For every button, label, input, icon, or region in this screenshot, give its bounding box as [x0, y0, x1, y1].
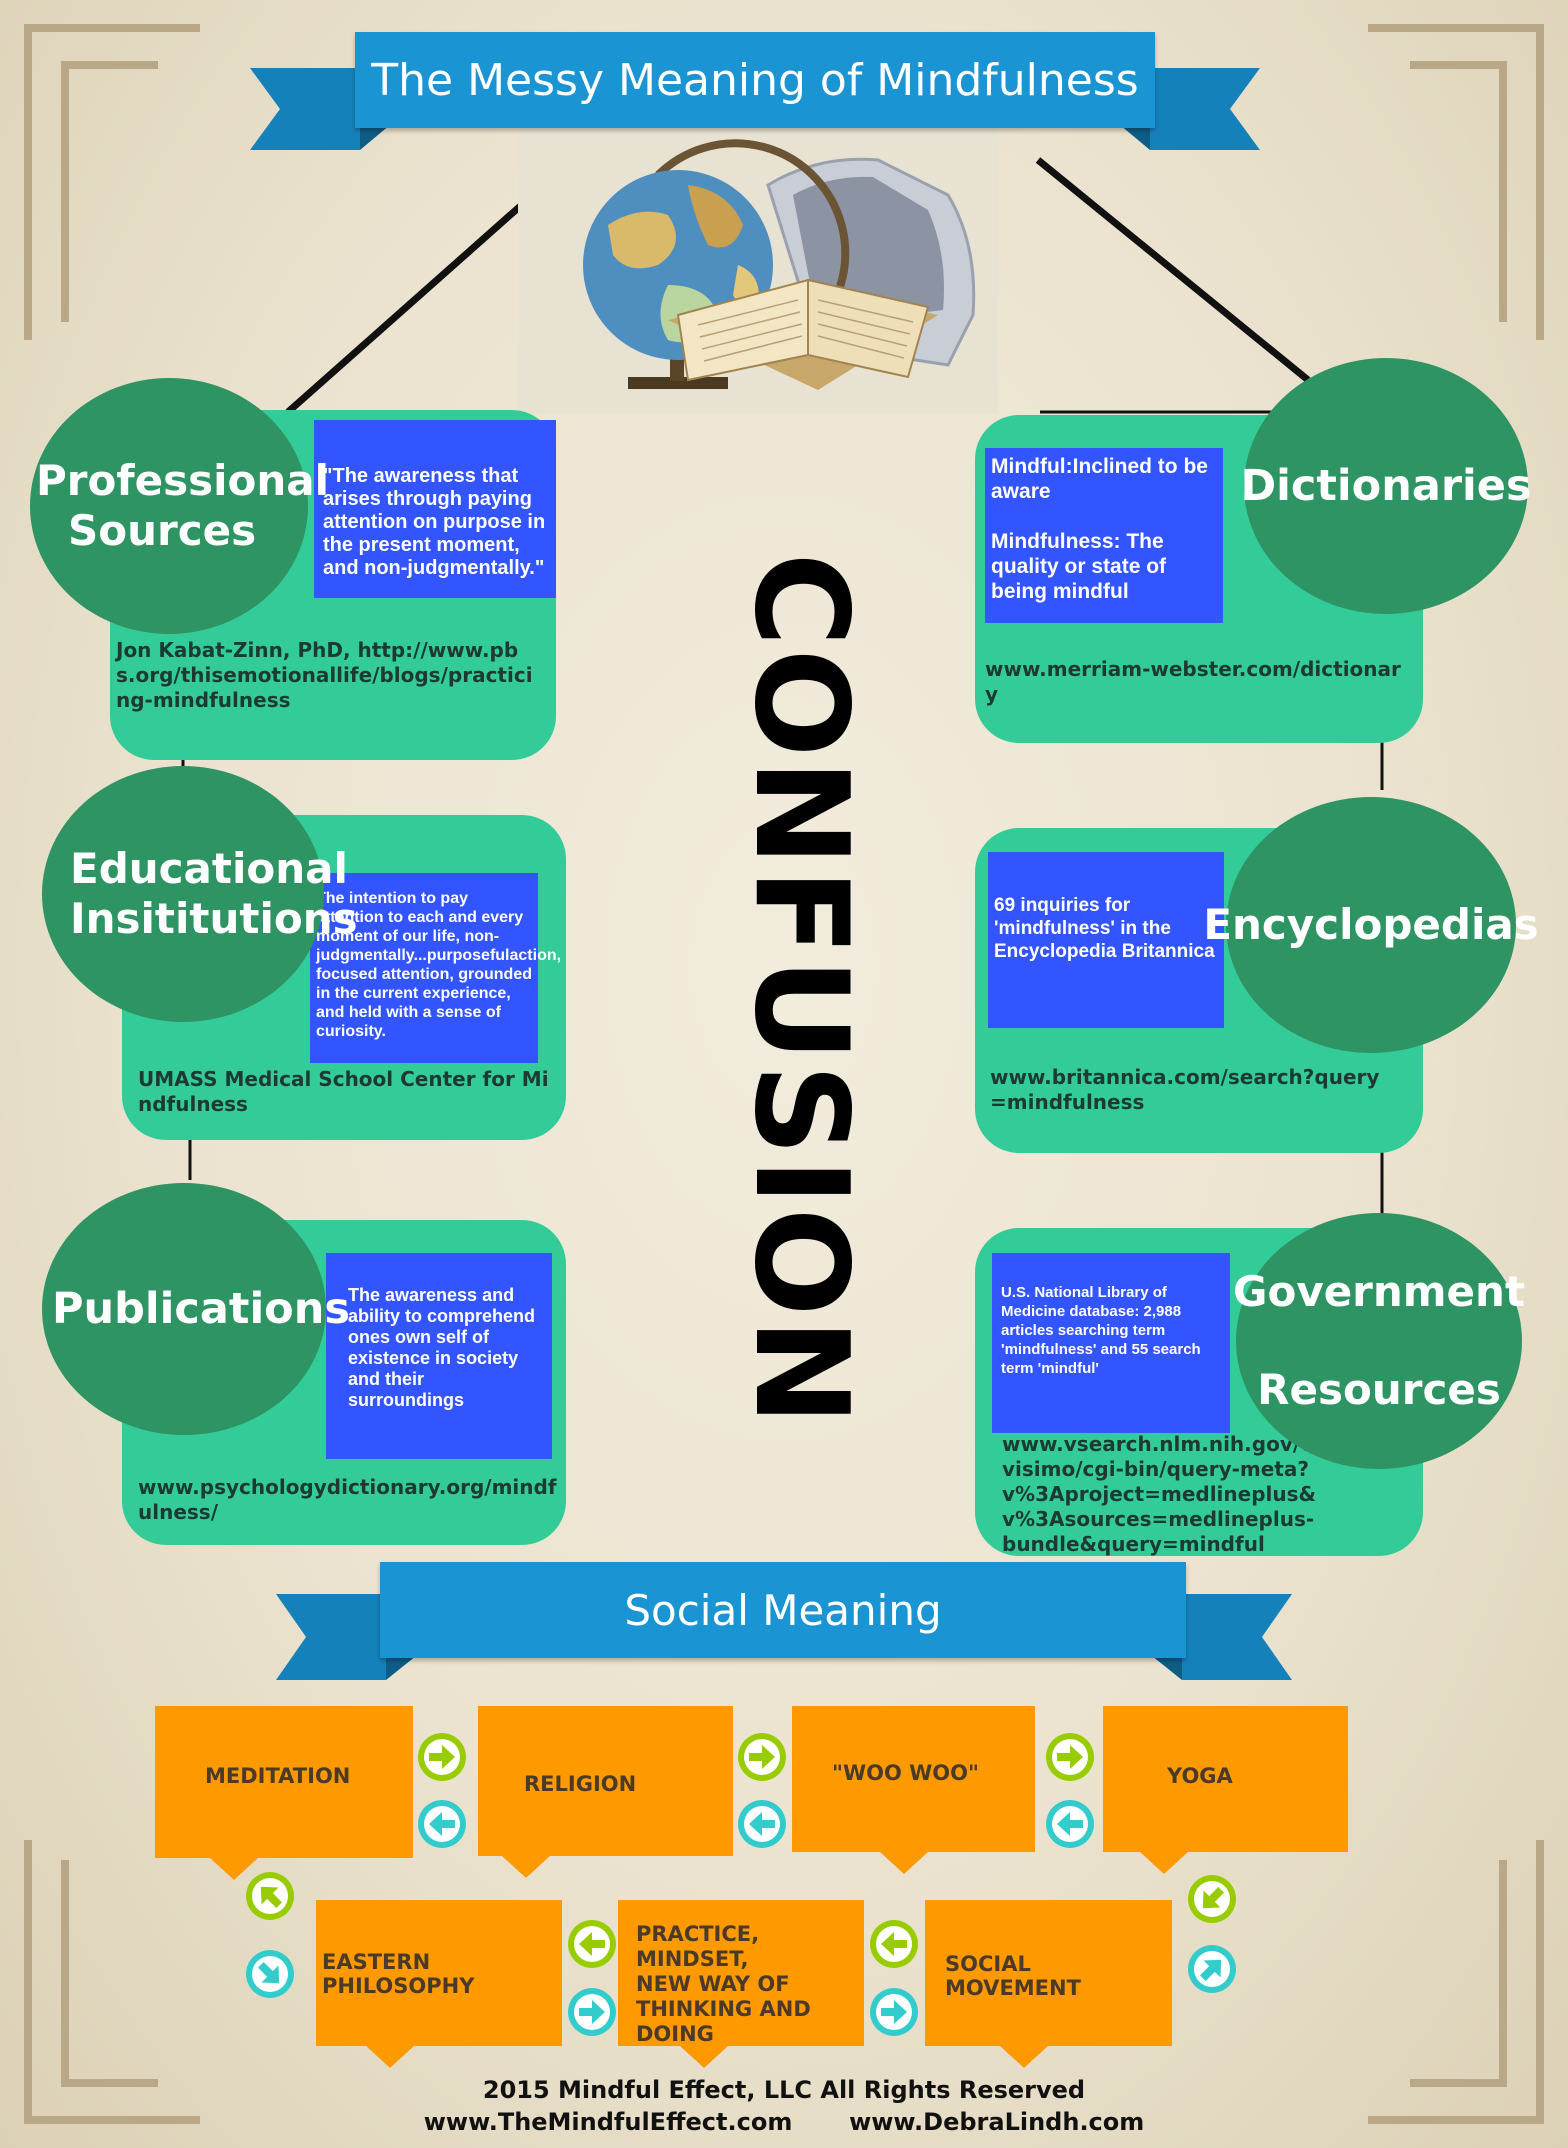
arrow-left-icon — [418, 1800, 466, 1848]
religion-box: RELIGION — [478, 1706, 733, 1856]
footer-websites: www.TheMindfulEffect.com www.DebraLindh.… — [0, 2108, 1568, 2136]
dictionaries-label: Dictionaries — [1240, 461, 1532, 511]
encyclopedias-label: Encyclopedias — [1203, 900, 1539, 949]
globe-book-computer-image — [518, 115, 998, 413]
yoga-label: YOGA — [1167, 1764, 1233, 1788]
social-movement-box: SOCIAL MOVEMENT — [925, 1900, 1172, 2046]
social-ribbon-ends — [276, 1594, 1292, 1680]
encyclopedias-circle: Encyclopedias — [1203, 797, 1539, 1053]
social-movement-label: SOCIAL MOVEMENT — [945, 1952, 1081, 2000]
dictionaries-quote-1: Mindful:Inclined to be aware — [991, 455, 1208, 503]
professional-label-2: Sources — [68, 506, 257, 555]
arrow-up-left-icon — [246, 1872, 294, 1920]
arrow-right-icon — [568, 1988, 616, 2036]
arrow-left-icon — [568, 1920, 616, 1968]
practice-mindset-box-tail — [680, 2046, 728, 2068]
religion-box-tail — [502, 1856, 550, 1878]
arrow-right-icon — [418, 1733, 466, 1781]
religion-label: RELIGION — [524, 1772, 637, 1796]
dictionaries-source: www.merriam-webster.com/dictionary — [985, 657, 1401, 706]
educational-institutions-circle: Educational Insititutions — [42, 766, 358, 1022]
encyclopedias-source: www.britannica.com/search?query=mindfuln… — [990, 1065, 1380, 1114]
title-ribbon-ends — [250, 68, 1260, 150]
publications-circle: Publications — [42, 1183, 350, 1435]
eastern-philosophy-label: EASTERN PHILOSOPHY — [322, 1950, 475, 1998]
practice-line-3: THINKING AND DOING — [636, 1997, 811, 2046]
page-title: The Messy Meaning of Mindfulness — [355, 32, 1155, 128]
yoga-box-tail — [1140, 1852, 1188, 1874]
arrow-right-icon — [1046, 1733, 1094, 1781]
woo-woo-box: "WOO WOO" — [792, 1706, 1035, 1852]
meditation-box-tail — [210, 1858, 258, 1880]
arrow-left-icon — [738, 1800, 786, 1848]
professional-source: Jon Kabat-Zinn, PhD, http://www.pbs.org/… — [116, 638, 533, 712]
woo-woo-box-tail — [880, 1852, 928, 1874]
woo-woo-label: "WOO WOO" — [832, 1761, 979, 1785]
meditation-label: MEDITATION — [205, 1764, 351, 1788]
professional-quote: "The awareness that arises through payin… — [314, 420, 556, 598]
corner-frames — [24, 24, 1544, 2124]
practice-line-1: PRACTICE, MINDSET, — [636, 1922, 760, 1971]
footer-site-2[interactable]: www.DebraLindh.com — [849, 2108, 1145, 2136]
meditation-box: MEDITATION — [155, 1706, 413, 1858]
arrow-down-left-icon — [1188, 1875, 1236, 1923]
educational-label-2: Insititutions — [70, 894, 358, 943]
eastern-philosophy-box-tail — [366, 2046, 414, 2068]
government-label-1: Government — [1232, 1267, 1526, 1316]
government-resources-circle: Government Resources — [1232, 1213, 1526, 1469]
arrow-left-icon — [1046, 1800, 1094, 1848]
dictionaries-circle: Dictionaries — [1240, 358, 1532, 614]
footer-copyright: 2015 Mindful Effect, LLC All Rights Rese… — [482, 2076, 1086, 2104]
professional-sources-circle: Professional Sources — [30, 378, 329, 634]
practice-line-2: NEW WAY OF — [636, 1972, 790, 1996]
encyclopedias-quote: 69 inquiries for 'mindfulness' in the En… — [988, 852, 1224, 1028]
professional-label-1: Professional — [36, 456, 329, 505]
dictionaries-quote-2: Mindfulness: The quality or state of bei… — [991, 530, 1167, 603]
arrow-left-icon — [870, 1920, 918, 1968]
arrow-right-icon — [870, 1988, 918, 2036]
yoga-box: YOGA — [1103, 1706, 1348, 1852]
educational-quote: The intention to pay attention to each a… — [310, 873, 561, 1063]
educational-source: UMASS Medical School Center for Mindfuln… — [138, 1067, 549, 1116]
publications-source: www.psychologydictionary.org/mindfulness… — [138, 1475, 557, 1524]
practice-mindset-label: PRACTICE, MINDSET, NEW WAY OF THINKING A… — [636, 1922, 864, 2047]
footer-site-1[interactable]: www.TheMindfulEffect.com — [423, 2108, 793, 2136]
arrow-right-icon — [738, 1733, 786, 1781]
social-meaning-title: Social Meaning — [380, 1562, 1186, 1658]
government-label-2: Resources — [1257, 1365, 1501, 1414]
arrow-up-right-icon — [1188, 1945, 1236, 1993]
publications-label-1: Publications — [52, 1284, 350, 1334]
confusion-word: CONFUSION — [726, 552, 875, 1428]
eastern-philosophy-box: EASTERN PHILOSOPHY — [316, 1900, 562, 2046]
social-movement-box-tail — [1000, 2046, 1048, 2068]
arrow-down-right-icon — [246, 1950, 294, 1998]
dictionaries-quote: Mindful:Inclined to be aware Mindfulness… — [985, 448, 1223, 623]
practice-mindset-box: PRACTICE, MINDSET, NEW WAY OF THINKING A… — [618, 1900, 864, 2046]
government-source: www.vsearch.nlm.nih.gov/vivisimo/cgi-bin… — [1002, 1432, 1321, 1556]
government-quote: U.S. National Library of Medicine databa… — [992, 1253, 1230, 1433]
connector-lines — [181, 157, 1384, 1215]
educational-label-1: Educational — [70, 844, 348, 893]
publications-quote: The awareness and ability to comprehend … — [326, 1253, 552, 1459]
